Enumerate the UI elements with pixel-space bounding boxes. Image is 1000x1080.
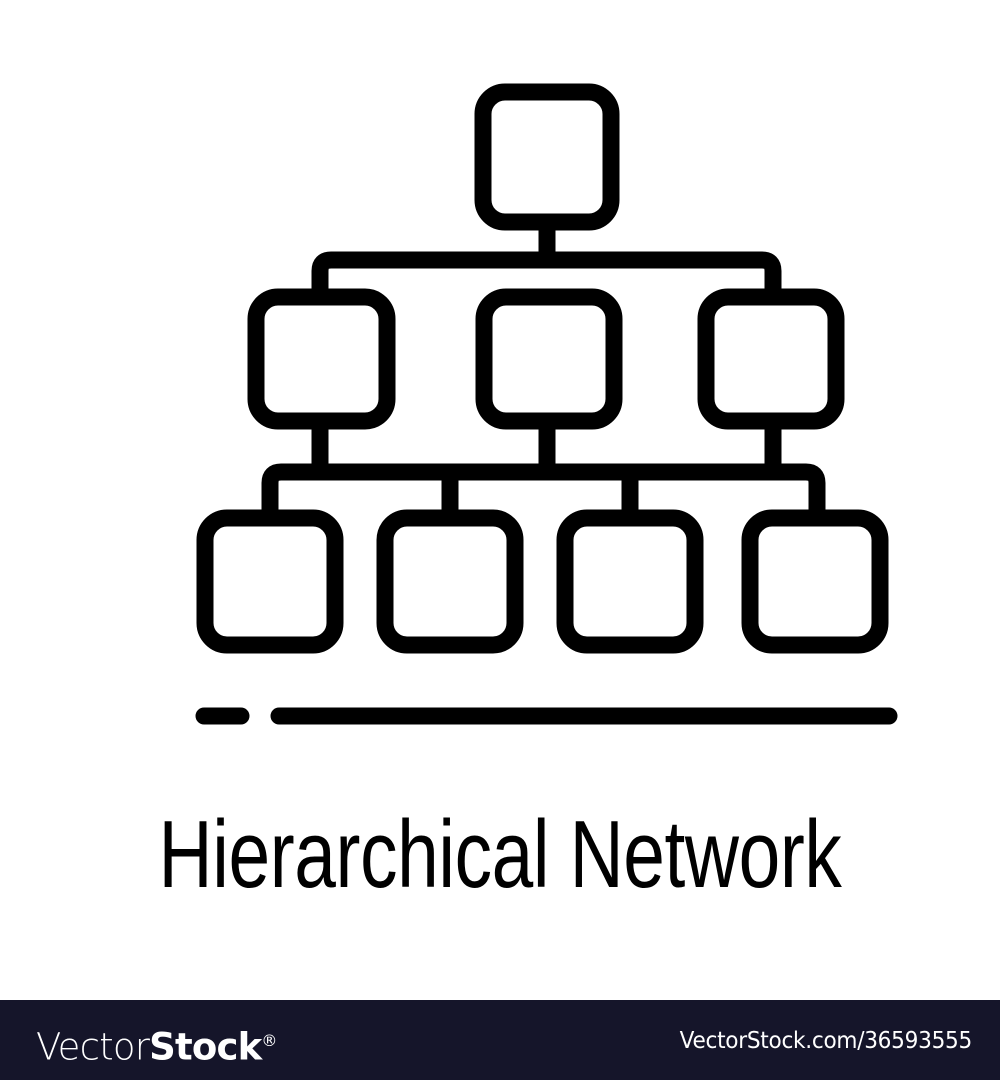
node-root [474, 83, 620, 231]
registered-trademark-icon: ® [261, 1031, 278, 1050]
connector-bus-level2 [261, 463, 826, 527]
node-level2-c [556, 509, 704, 654]
caption-title: Hierarchical Network [158, 801, 842, 908]
node-level2-d [741, 509, 889, 654]
node-level2-a [196, 509, 344, 654]
artwork-canvas: Hierarchical Network [158, 83, 898, 908]
connector-bus-level1 [311, 251, 782, 306]
node-level2-b [376, 509, 524, 654]
hierarchical-network-icon [195, 83, 898, 725]
watermark-footer-bar: VectorStock® VectorStock.com/36593555 [0, 1000, 1000, 1080]
node-level1-a [247, 288, 396, 430]
stock-image-url[interactable]: VectorStock.com/36593555 [679, 1028, 973, 1054]
logo-text-primary: Vector [36, 1025, 150, 1069]
node-level1-b [475, 288, 623, 430]
logo-text-secondary: Stock [149, 1025, 262, 1069]
vectorstock-logo[interactable]: VectorStock® [36, 1021, 277, 1067]
icon-nodes [196, 83, 889, 654]
node-level1-c [697, 288, 845, 430]
